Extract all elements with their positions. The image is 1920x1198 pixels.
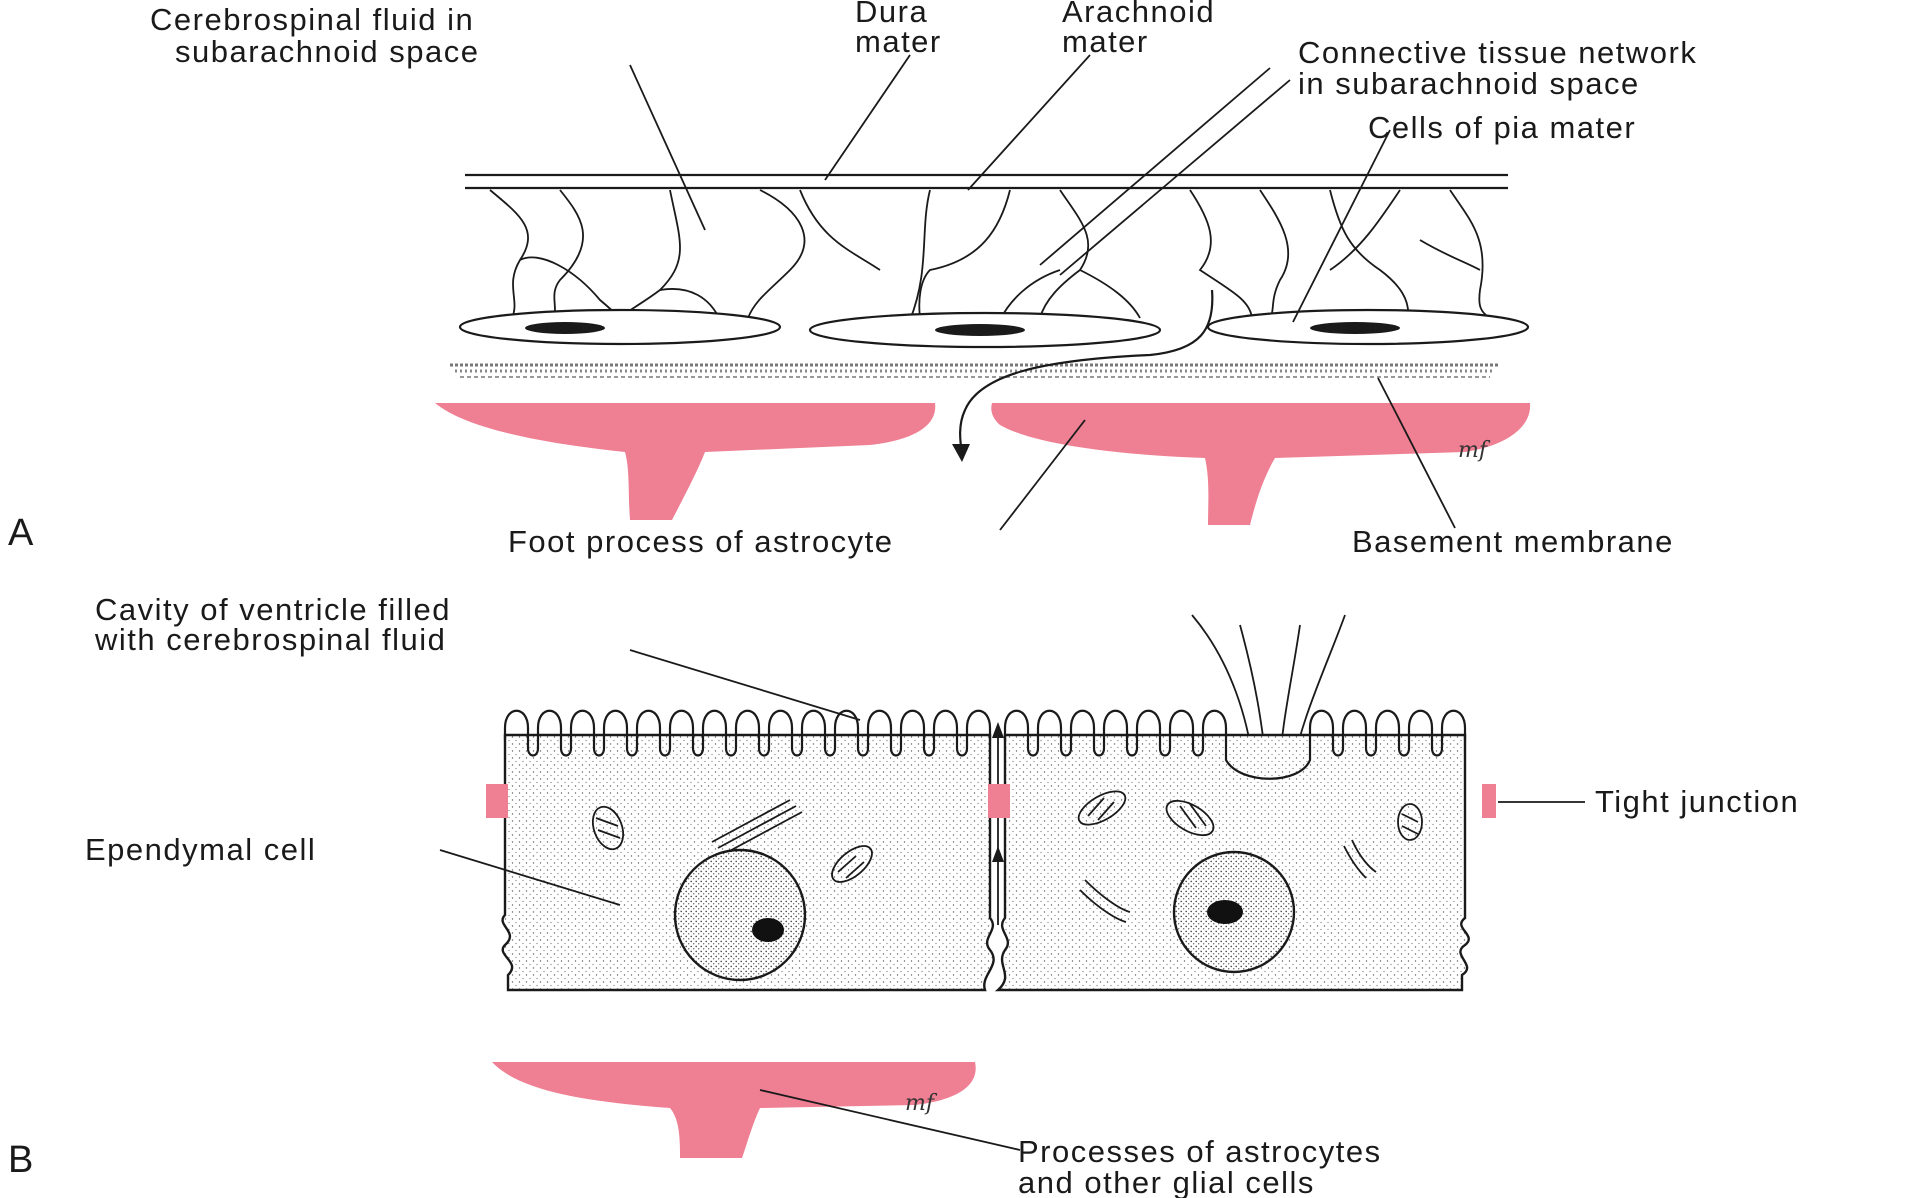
- glial-process: [492, 1062, 976, 1158]
- tight-junction-right: [1482, 784, 1496, 818]
- pia-cell-1: [460, 310, 780, 344]
- label-cavity-ventricle-2: with cerebrospinal fluid: [94, 622, 446, 657]
- pia-nucleus-2: [935, 324, 1025, 336]
- label-dura-mater-2: mater: [855, 24, 942, 59]
- label-processes-astrocytes-1: Processes of astrocytes: [1018, 1134, 1382, 1169]
- label-connective-tissue-1: Connective tissue network: [1298, 35, 1697, 70]
- astrocyte-foot-process-right: [991, 403, 1530, 525]
- label-ependymal-cell: Ependymal cell: [85, 832, 316, 867]
- panel-a: mf Cerebrospinal fluid in subarachnoid s…: [8, 0, 1697, 559]
- label-csf-subarachnoid-2: subarachnoid space: [175, 34, 479, 69]
- panel-a-leader-lines: [630, 55, 1455, 530]
- nucleolus-left: [752, 918, 784, 942]
- astrocyte-foot-process-left: [435, 403, 935, 520]
- label-tight-junction: Tight junction: [1595, 784, 1799, 819]
- nucleolus-right: [1207, 900, 1243, 924]
- panel-a-signature: mf: [1458, 438, 1491, 463]
- connective-tissue-network: [490, 190, 1490, 320]
- panel-b-letter: B: [8, 1139, 33, 1181]
- label-basement-membrane: Basement membrane: [1352, 524, 1674, 559]
- pia-nucleus-3: [1310, 322, 1400, 334]
- csf-flow-arrowhead: [952, 444, 970, 462]
- panel-b-signature: mf: [905, 1091, 938, 1116]
- basement-membrane: [450, 365, 1500, 377]
- pia-mater-cells: [460, 310, 1528, 347]
- label-arachnoid-mater-2: mater: [1062, 24, 1149, 59]
- panel-b: mf Cavity of ventricle filled with cereb…: [8, 592, 1799, 1198]
- label-processes-astrocytes-2: and other glial cells: [1018, 1165, 1315, 1198]
- label-connective-tissue-2: in subarachnoid space: [1298, 66, 1640, 101]
- ependymal-nucleus-left: [675, 850, 805, 980]
- cleft-flow-arrowhead-mid: [992, 846, 1004, 862]
- pia-nucleus-1: [525, 322, 605, 334]
- label-foot-process-astrocyte: Foot process of astrocyte: [508, 524, 894, 559]
- tight-junction-left: [486, 784, 508, 818]
- tight-junction-middle: [988, 784, 1010, 818]
- label-cells-pia-mater: Cells of pia mater: [1368, 110, 1636, 145]
- panel-a-letter: A: [8, 512, 34, 554]
- label-csf-subarachnoid-1: Cerebrospinal fluid in: [150, 2, 474, 37]
- cleft-flow-arrowhead-top: [992, 722, 1004, 738]
